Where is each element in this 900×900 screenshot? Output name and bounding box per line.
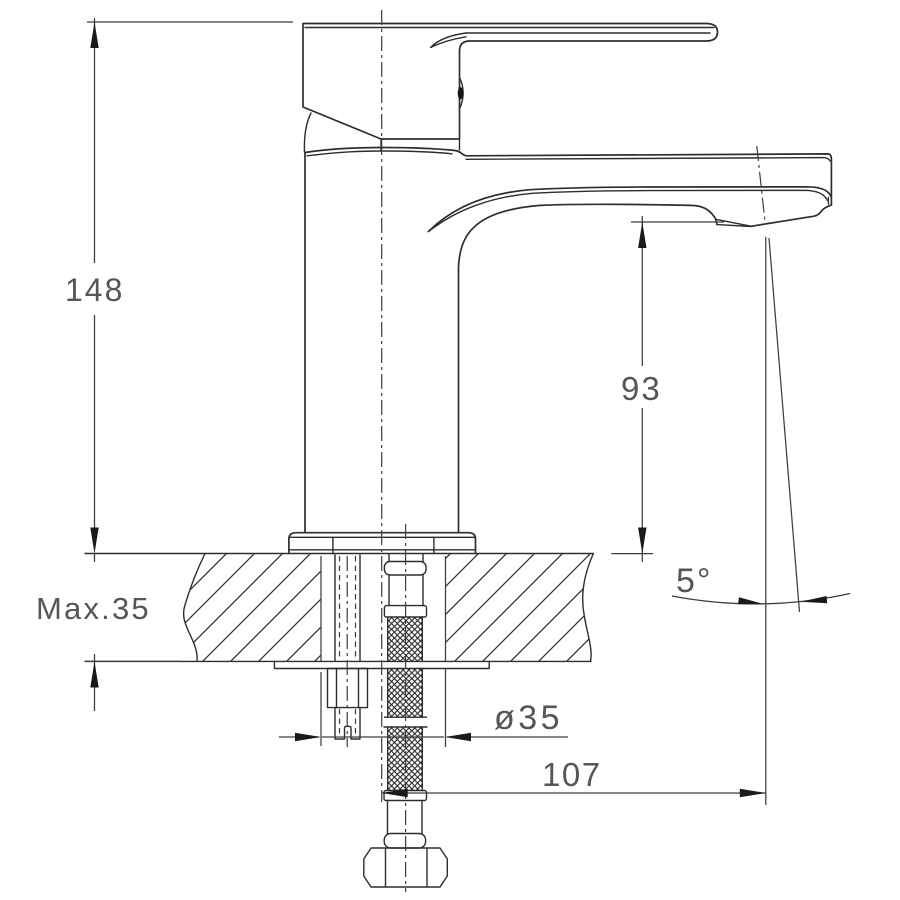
svg-text:148: 148	[65, 272, 124, 308]
svg-text:107: 107	[542, 756, 602, 793]
svg-text:5°: 5°	[676, 562, 713, 600]
svg-text:93: 93	[621, 370, 662, 407]
svg-text:ø35: ø35	[494, 699, 563, 737]
svg-text:Max.35: Max.35	[36, 591, 151, 626]
